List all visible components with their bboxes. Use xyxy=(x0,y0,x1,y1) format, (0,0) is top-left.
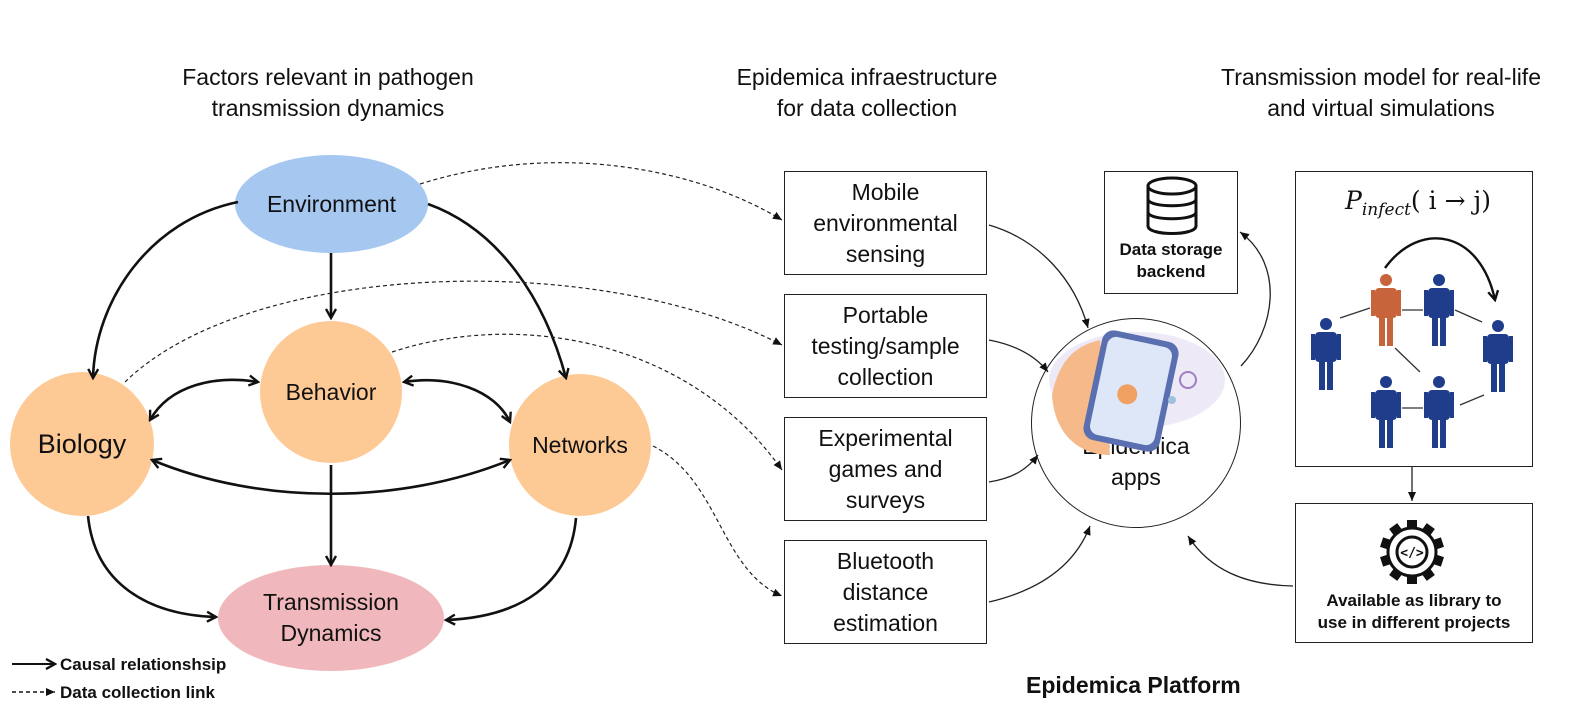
node-networks-label: Networks xyxy=(532,431,628,458)
arrow-apps-storage xyxy=(1239,231,1271,367)
formula-p-infect: Pinfect( i → j) xyxy=(1345,186,1491,220)
storage-line-1: Data storage xyxy=(1119,240,1223,259)
box-2-line-3: collection xyxy=(837,363,934,390)
link-env-mobile xyxy=(419,162,783,221)
box-3-line-2: games and xyxy=(828,455,943,482)
node-biology: Biology xyxy=(10,372,154,516)
heading-model: Transmission model for real-life and vir… xyxy=(1196,62,1566,124)
person-icon xyxy=(1371,376,1401,448)
node-behavior: Behavior xyxy=(260,321,402,463)
arrow-mobile-apps xyxy=(988,224,1090,329)
apps-line-2: apps xyxy=(1111,464,1161,490)
box-2-line-2: testing/sample xyxy=(811,332,960,359)
node-transmission-line-1: Transmission xyxy=(263,589,399,615)
node-biology-label: Biology xyxy=(37,428,127,459)
arrow-library-apps xyxy=(1187,535,1294,587)
box-experimental-games: Experimental games and surveys xyxy=(784,417,987,521)
box-mobile-environmental-sensing: Mobile environmental sensing xyxy=(784,171,987,275)
node-behavior-label: Behavior xyxy=(285,378,377,405)
box-2-line-1: Portable xyxy=(842,301,929,328)
causal-arrows xyxy=(86,200,578,620)
platform-label: Epidemica Platform xyxy=(1026,672,1241,698)
arrow-biology-behavior xyxy=(150,380,258,420)
box-1-line-3: sensing xyxy=(845,240,926,267)
heading-factors: Factors relevant in pathogen transmissio… xyxy=(160,62,496,124)
person-icon xyxy=(1483,320,1513,392)
box-1-line-1: Mobile xyxy=(851,178,920,205)
formula-p: P xyxy=(1345,186,1362,215)
phone-app-illustration xyxy=(1049,330,1225,455)
heading-infrastructure: Epidemica infraestructure for data colle… xyxy=(712,62,1022,124)
gear-tooth xyxy=(1407,572,1417,584)
link-networks-bluetooth xyxy=(652,445,783,597)
heading-model-line-1: Transmission model for real-life xyxy=(1221,64,1541,90)
link-behavior-experimental xyxy=(391,333,783,471)
node-networks: Networks xyxy=(509,374,651,516)
library-line-1: Available as library to xyxy=(1326,591,1502,610)
arrow-env-networks xyxy=(427,202,566,378)
heading-factors-line-2: transmission dynamics xyxy=(211,95,445,121)
node-transmission-dynamics: Transmission Dynamics xyxy=(218,565,444,671)
person-icon xyxy=(1424,274,1454,346)
link-biology-portable xyxy=(124,280,783,383)
node-environment: Environment xyxy=(235,155,428,253)
arrow-bluetooth-apps xyxy=(988,525,1091,603)
people-network xyxy=(1339,237,1495,409)
person-icon xyxy=(1311,318,1341,390)
data-links xyxy=(124,162,783,597)
box-1-line-2: environmental xyxy=(813,209,958,236)
people-icons xyxy=(1311,274,1513,448)
heading-model-line-2: and virtual simulations xyxy=(1267,95,1495,121)
library-line-2: use in different projects xyxy=(1317,613,1511,632)
infrastructure-arrows xyxy=(988,224,1416,603)
arrow-behavior-networks xyxy=(404,380,510,422)
node-transmission-line-2: Dynamics xyxy=(280,620,382,646)
gear-code-icon: </> xyxy=(1380,520,1444,584)
box-4-line-2: distance xyxy=(842,578,929,605)
box-portable-testing: Portable testing/sample collection xyxy=(784,294,987,398)
box-bluetooth-distance: Bluetooth distance estimation xyxy=(784,540,987,644)
gear-tooth xyxy=(1407,520,1417,532)
arrow-networks-transmission xyxy=(446,517,578,620)
arrow-experimental-apps xyxy=(988,454,1039,483)
formula-rest: ( i → j) xyxy=(1410,186,1491,215)
heading-infrastructure-line-2: for data collection xyxy=(776,95,958,121)
box-transmission-model xyxy=(1295,171,1533,467)
infection-curved-arrow xyxy=(1384,237,1495,300)
box-4-line-3: estimation xyxy=(833,609,938,636)
formula-sub: infect xyxy=(1361,200,1411,220)
box-3-line-3: surveys xyxy=(845,486,926,513)
database-icon xyxy=(1146,176,1198,235)
arrow-portable-apps xyxy=(988,339,1049,373)
box-4-line-1: Bluetooth xyxy=(836,547,935,574)
box-3-line-1: Experimental xyxy=(818,424,953,451)
legend-data-label: Data collection link xyxy=(60,683,215,702)
node-environment-label: Environment xyxy=(266,190,397,217)
heading-factors-line-1: Factors relevant in pathogen xyxy=(182,64,474,90)
arrow-env-biology xyxy=(93,200,239,378)
storage-line-2: backend xyxy=(1136,262,1206,281)
legend-causal-label: Causal relationshsip xyxy=(60,655,227,674)
person-icon xyxy=(1424,376,1454,448)
svg-text:</>: </> xyxy=(1400,546,1424,561)
arrow-biology-transmission xyxy=(86,515,216,617)
person-icon xyxy=(1371,274,1401,346)
heading-infrastructure-line-1: Epidemica infraestructure xyxy=(736,64,998,90)
